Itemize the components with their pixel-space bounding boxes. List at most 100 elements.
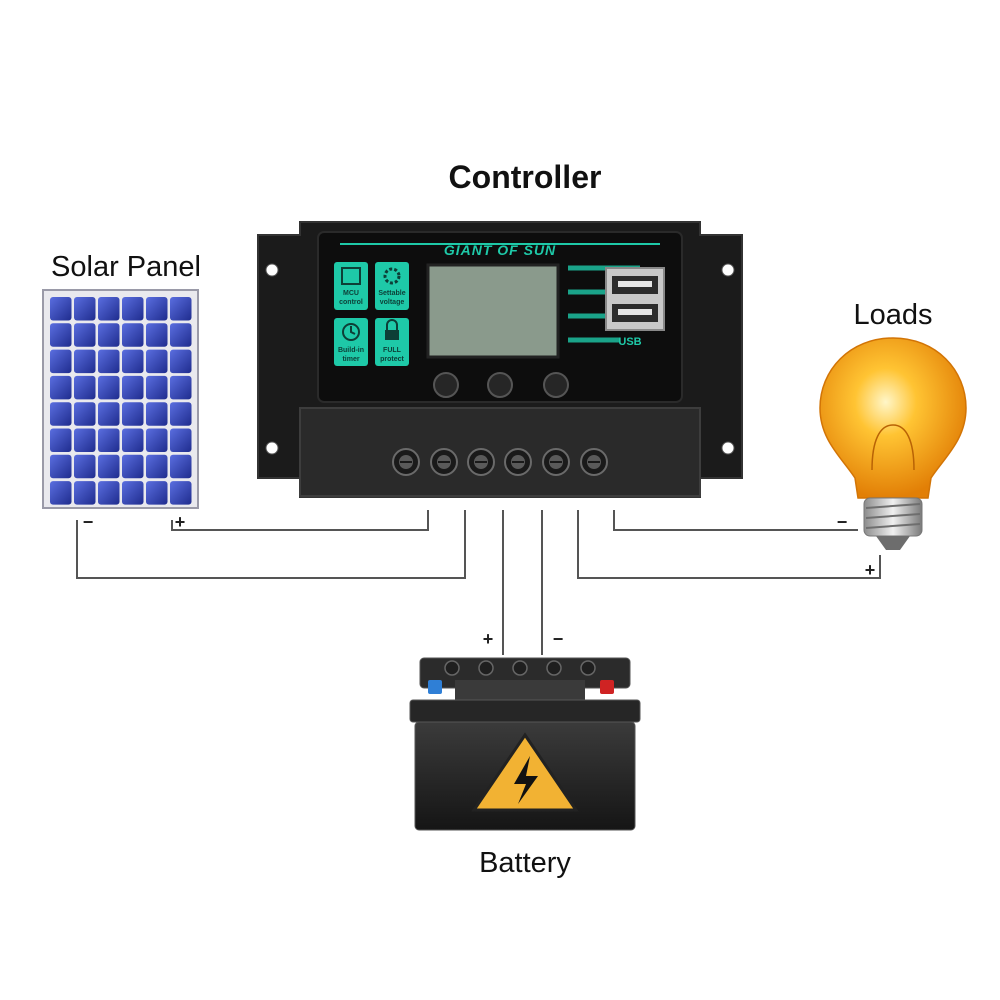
solar-cell (170, 349, 192, 374)
solar-cell (146, 428, 168, 452)
wire-load-minus (613, 510, 858, 531)
usb-label: USB (618, 336, 641, 348)
solar-cell (122, 297, 144, 321)
feature-settable-line1: Settable (378, 290, 405, 297)
solar-cell (170, 481, 192, 505)
feature-mcu-line2: control (339, 299, 363, 306)
brand-label: GIANT OF SUN (444, 242, 556, 258)
solar-cell (170, 454, 192, 479)
battery-vent-cap (512, 660, 528, 676)
solar-cell (50, 323, 72, 347)
solar-cell (122, 323, 144, 347)
feature-tile-protect: FULL protect (375, 318, 409, 366)
terminal-screw (430, 448, 458, 476)
solar-cell (50, 454, 72, 479)
battery-terminal-positive (600, 680, 614, 694)
menu-button (433, 372, 459, 398)
solar-cell (146, 481, 168, 505)
battery (409, 657, 641, 831)
solar-cell (74, 454, 96, 479)
up-button (487, 372, 513, 398)
solar-cell (50, 481, 72, 505)
solar-cell (146, 454, 168, 479)
terminal-block (299, 407, 701, 497)
gear-icon (383, 267, 401, 285)
battery-vents (444, 660, 596, 676)
solar-cell (146, 297, 168, 321)
solar-cell (122, 349, 144, 374)
loads-label: Loads (853, 299, 932, 331)
feature-timer-line2: timer (342, 356, 359, 363)
panel-plus-mark: + (175, 512, 186, 532)
terminal-screw (467, 448, 495, 476)
light-bulb (819, 337, 967, 550)
wires (76, 510, 881, 655)
battery-label: Battery (479, 847, 571, 879)
solar-cell (50, 375, 72, 400)
solar-panel (42, 289, 199, 509)
solar-cell (98, 375, 120, 400)
load-minus-mark: − (837, 512, 848, 532)
solar-cell (98, 323, 120, 347)
panel-minus-mark: − (83, 512, 94, 532)
solar-cell (146, 349, 168, 374)
solar-cell (98, 349, 120, 374)
bulb-glass (819, 337, 967, 499)
battery-vent-cap (478, 660, 494, 676)
solar-cell (74, 481, 96, 505)
terminal-screw (392, 448, 420, 476)
battery-vent-cap (580, 660, 596, 676)
chip-icon (341, 267, 361, 285)
battery-plus-mark: + (483, 629, 494, 649)
solar-cell (146, 375, 168, 400)
solar-cell (98, 428, 120, 452)
solar-cell (170, 428, 192, 452)
terminal-screw (542, 448, 570, 476)
wire-panel-minus (76, 510, 466, 579)
feature-tile-timer: Build-in timer (334, 318, 368, 366)
terminal-screw (504, 448, 532, 476)
solar-cell (146, 323, 168, 347)
solar-cell (98, 454, 120, 479)
load-plus-mark: + (865, 560, 876, 580)
feature-protect-line2: protect (380, 356, 404, 363)
solar-cell (74, 375, 96, 400)
feature-mcu-line1: MCU (343, 290, 359, 297)
controller-label: Controller (449, 159, 602, 195)
solar-cell (170, 402, 192, 426)
solar-cell (146, 402, 168, 426)
solar-cell (98, 297, 120, 321)
solar-cells (50, 297, 192, 505)
solar-cell (74, 297, 96, 321)
battery-terminal-negative (428, 680, 442, 694)
solar-cell (122, 428, 144, 452)
solar-cell (74, 428, 96, 452)
solar-cell (98, 481, 120, 505)
battery-minus-mark: − (553, 629, 564, 649)
solar-cell (50, 402, 72, 426)
solar-cell (98, 402, 120, 426)
solar-cell (170, 297, 192, 321)
solar-cell (74, 402, 96, 426)
solar-cell (50, 428, 72, 452)
wire-panel-plus (171, 510, 429, 531)
feature-tile-mcu: MCU control (334, 262, 368, 310)
clock-icon (342, 323, 360, 341)
terminal-screw (580, 448, 608, 476)
solar-cell (74, 349, 96, 374)
charge-controller: GIANT OF SUN MCU control Settable voltag… (257, 221, 743, 498)
lcd-screen (426, 263, 560, 359)
solar-cell (170, 375, 192, 400)
wire-load-plus (577, 510, 881, 579)
battery-vent-cap (444, 660, 460, 676)
feature-timer-line1: Build-in (338, 347, 364, 354)
solar-cell (122, 481, 144, 505)
feature-tile-settable: Settable voltage (375, 262, 409, 310)
solar-cell (122, 402, 144, 426)
feature-protect-line1: FULL (383, 347, 402, 354)
feature-settable-line2: voltage (380, 299, 405, 306)
down-button (543, 372, 569, 398)
terminals (392, 448, 608, 476)
